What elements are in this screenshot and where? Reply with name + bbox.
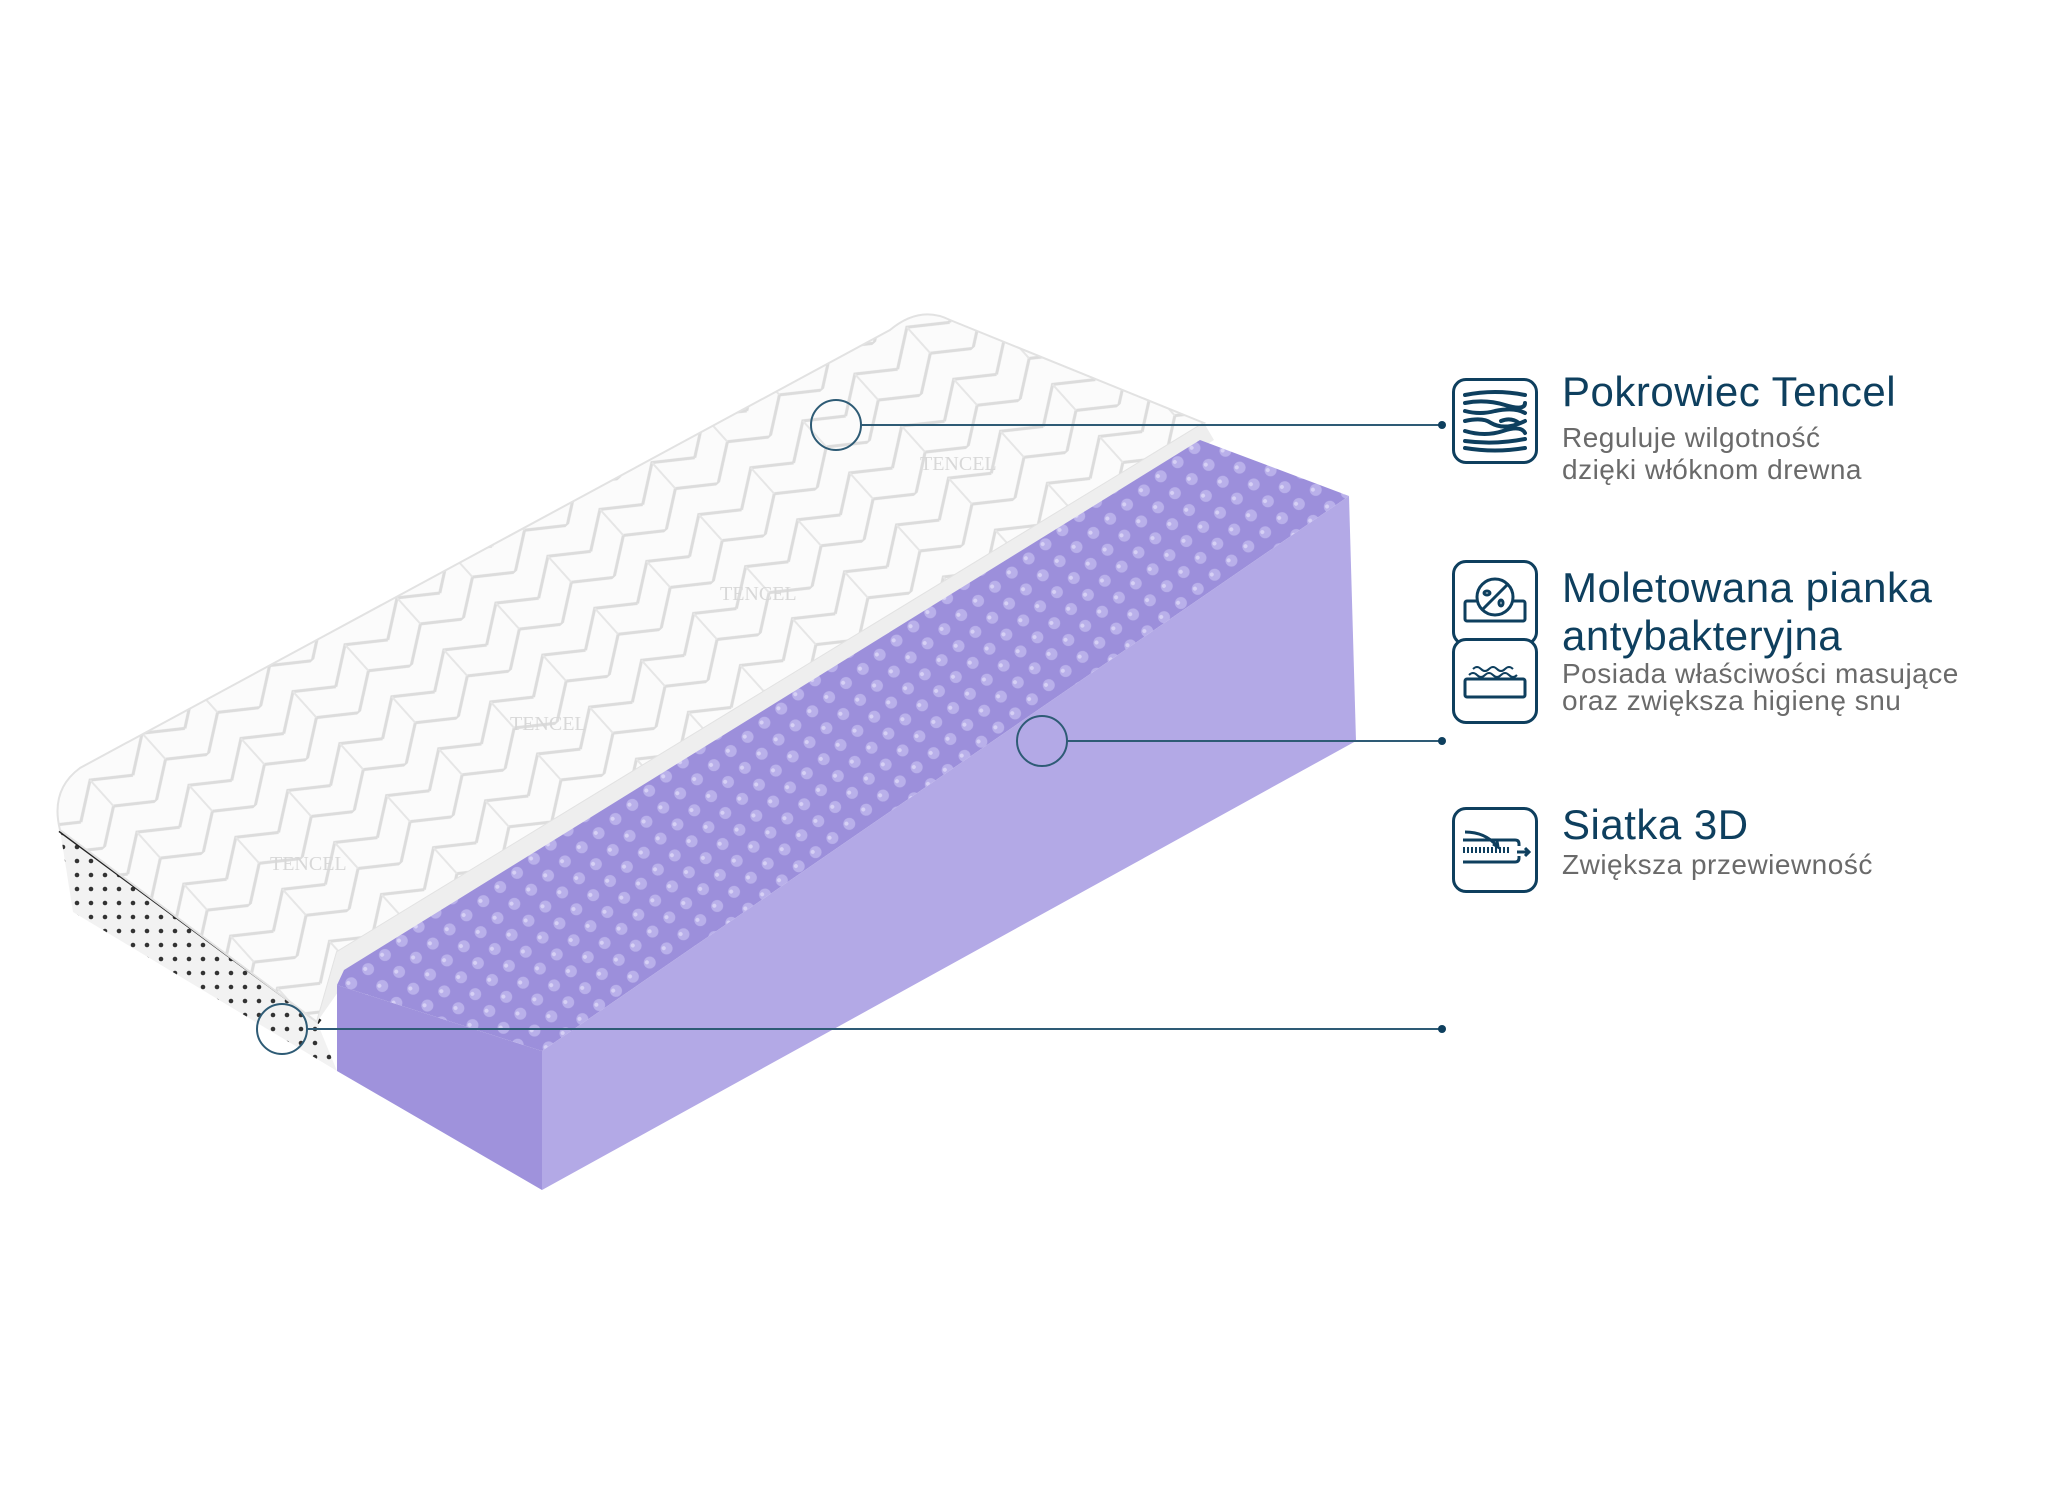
leader-dot <box>1438 421 1446 429</box>
airflow-mesh-icon <box>1452 807 1538 893</box>
leader-dot <box>1438 1025 1446 1033</box>
mesh-side <box>60 830 337 1071</box>
mattress: TENCEL TENCEL TENCEL TENCEL <box>56 313 1356 1190</box>
tencel-mark: TENCEL <box>510 713 587 735</box>
mattress-illustration: TENCEL TENCEL TENCEL TENCEL <box>56 313 1446 1190</box>
wood-fiber-icon <box>1452 378 1538 464</box>
tencel-mark: TENCEL <box>920 453 997 475</box>
foam-front-face <box>542 496 1356 1190</box>
foam-top-profile <box>337 440 1349 1051</box>
leader-dot <box>1438 737 1446 745</box>
tencel-mark: TENCEL <box>270 853 347 875</box>
leader-lines <box>256 399 1442 1055</box>
tencel-cover <box>56 313 1207 1024</box>
feature-description: Zwiększa przewiewność <box>1562 849 1873 880</box>
feature-title: Pokrowiec Tencel <box>1562 368 1897 415</box>
massage-foam-icon <box>1452 638 1538 724</box>
foam-end-face <box>337 985 542 1190</box>
antibacterial-foam-icon <box>1452 560 1538 646</box>
feature-title: Siatka 3D <box>1562 801 1749 848</box>
tencel-mark: TENCEL <box>720 583 797 605</box>
